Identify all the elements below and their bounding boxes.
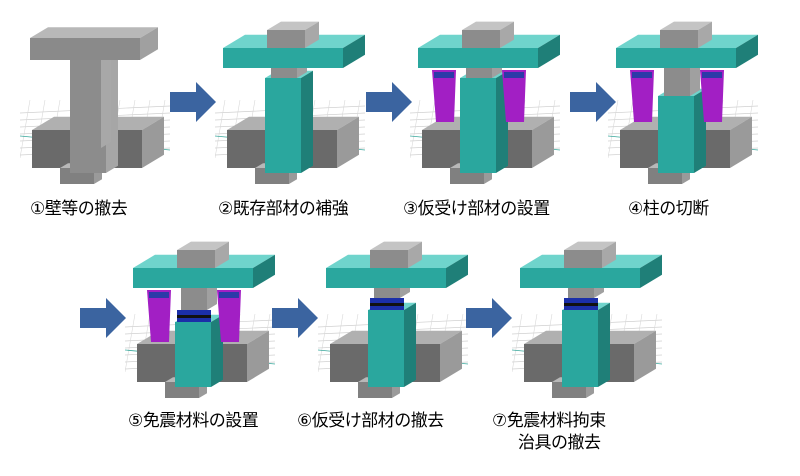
slab-column-side — [215, 241, 229, 268]
beam-jacket-front — [133, 268, 253, 288]
grid-line — [215, 99, 226, 159]
isolator-plate — [564, 303, 598, 306]
arrow-right-icon — [170, 82, 216, 122]
step-6-label: ⑥仮受け部材の撤去 — [297, 411, 444, 431]
temp-support-left — [432, 70, 456, 122]
column-lower-front — [368, 310, 404, 387]
column-lower-front — [265, 78, 301, 173]
step-1-label: ①壁等の撤去 — [30, 199, 128, 219]
foundation-side — [440, 330, 462, 382]
temp-jack-left — [149, 292, 169, 298]
temp-support-left — [147, 290, 171, 342]
grid-line — [410, 99, 421, 159]
column-lower-side — [598, 302, 610, 387]
step-4-label: ④柱の切断 — [628, 199, 709, 219]
beam-jacket-side — [253, 254, 275, 288]
column-lower-side — [694, 88, 706, 173]
column-lower-front — [562, 310, 598, 387]
beam-jacket-side — [446, 254, 468, 288]
column-lower-side — [211, 314, 223, 387]
arrow-right-icon — [466, 298, 512, 338]
step-2-label: ②既存部材の補強 — [218, 199, 349, 219]
temp-jack-right — [504, 72, 524, 78]
isolator-plate — [370, 303, 404, 306]
slab-column-front — [564, 250, 602, 268]
column-lower-front — [460, 78, 496, 173]
step-4-model — [608, 21, 758, 184]
beam-jacket-front — [520, 268, 640, 288]
slab-column-front — [660, 30, 698, 48]
step-3-label: ③仮受け部材の設置 — [403, 199, 550, 219]
grid-line — [125, 313, 136, 373]
temp-jack-right — [702, 72, 722, 78]
grid-line — [512, 313, 523, 373]
grid-line — [318, 313, 329, 373]
foundation-side — [142, 116, 164, 168]
beam-jacket-side — [538, 34, 560, 68]
slab-column-top — [267, 21, 319, 30]
beam-jacket-side — [640, 254, 662, 288]
arrow-right-icon — [80, 298, 126, 338]
slab-column-side — [500, 21, 514, 48]
temp-jack-left — [632, 72, 652, 78]
beam-side — [140, 27, 158, 60]
beam-jacket-front — [326, 268, 446, 288]
column-front — [75, 53, 101, 148]
slab-column-top — [660, 21, 712, 30]
beam-jacket-front — [418, 48, 538, 68]
slab-column-top — [462, 21, 514, 30]
beam-jacket-side — [343, 34, 365, 68]
beam-jacket-front — [223, 48, 343, 68]
foundation-side — [247, 330, 269, 382]
foundation-side — [532, 116, 554, 168]
step-1-model — [20, 27, 170, 184]
foundation-side — [634, 330, 656, 382]
slab-column-top — [564, 241, 616, 250]
column-lower-front — [658, 96, 694, 173]
foundation-side — [337, 116, 359, 168]
slab-column-front — [462, 30, 500, 48]
slab-column-front — [267, 30, 305, 48]
step-3-model — [410, 21, 560, 184]
slab-column-top — [370, 241, 422, 250]
beam-jacket-side — [736, 34, 758, 68]
temp-support-left — [630, 70, 654, 122]
grid-line — [20, 99, 31, 159]
step-7-label-line2: 治具の撤去 — [518, 433, 601, 453]
slab-column-front — [177, 250, 215, 268]
isolator-plate — [177, 315, 211, 318]
slab-column-side — [698, 21, 712, 48]
step-2-model — [215, 21, 365, 184]
arrow-right-icon — [272, 298, 318, 338]
temp-support-right — [217, 290, 241, 342]
column-lower-side — [301, 70, 313, 173]
step-7-model — [512, 241, 662, 398]
beam-top — [30, 27, 158, 38]
slab-column-side — [408, 241, 422, 268]
temp-jack-right — [219, 292, 239, 298]
column-lower-side — [404, 302, 416, 387]
step-5-model — [125, 241, 275, 398]
slab-column-side — [602, 241, 616, 268]
beam-jacket-front — [616, 48, 736, 68]
temp-support-right — [502, 70, 526, 122]
slab-column-side — [305, 21, 319, 48]
step-7-label: ⑦免震材料拘束 — [492, 411, 606, 431]
grid-line — [608, 99, 619, 159]
column-lower-front — [175, 322, 211, 387]
temp-support-right — [700, 70, 724, 122]
step-5-label: ⑤免震材料の設置 — [128, 411, 259, 431]
step-6-model — [318, 241, 468, 398]
temp-jack-left — [434, 72, 454, 78]
arrow-right-icon — [570, 82, 616, 122]
arrow-right-icon — [366, 82, 412, 122]
beam-front — [30, 38, 140, 60]
slab-column-front — [370, 250, 408, 268]
slab-column-top — [177, 241, 229, 250]
column-side — [101, 47, 111, 148]
foundation-side — [730, 116, 752, 168]
